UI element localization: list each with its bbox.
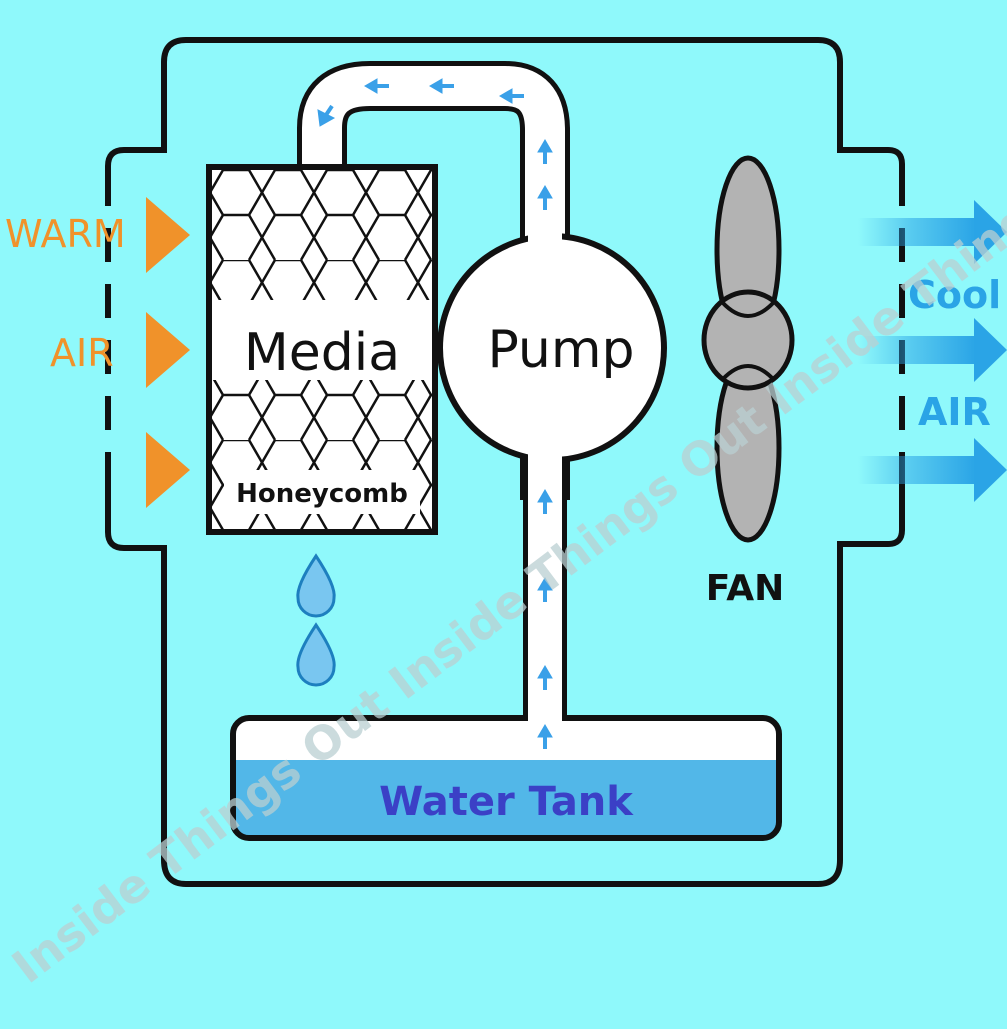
water-drop-icon	[296, 622, 336, 687]
flow-arrow-icon	[429, 78, 443, 94]
fan-blade-icon	[701, 155, 795, 543]
flow-arrow-icon	[537, 577, 553, 591]
flow-arrow-icon	[537, 139, 553, 153]
water-tank	[230, 712, 782, 841]
flow-arrow-icon	[364, 78, 378, 94]
flow-arrow-icon	[537, 489, 553, 503]
honeycomb-label-band	[224, 470, 420, 514]
orange-triangle-icon	[146, 197, 190, 273]
water-level	[233, 760, 779, 838]
orange-triangle-icon	[146, 312, 190, 388]
media-label-band	[212, 300, 432, 380]
blue-arrow-icon	[858, 218, 976, 246]
warm-label: WARM	[5, 212, 126, 256]
blue-arrow-icon	[974, 438, 1007, 502]
flow-arrow-icon	[537, 665, 553, 679]
orange-triangle-icon	[146, 432, 190, 508]
outlet-arrows	[858, 200, 1007, 502]
cooler-housing	[105, 37, 905, 887]
air-in-label: AIR	[50, 331, 114, 375]
water-drops	[296, 553, 336, 687]
media-label: Media	[244, 323, 400, 383]
flow-arrow-icon	[499, 88, 513, 104]
water-drop-icon	[296, 553, 336, 618]
flow-arrow-icon	[317, 109, 336, 127]
air-out-label: AIR	[918, 390, 991, 434]
blue-arrow-icon	[858, 336, 976, 364]
blue-arrow-icon	[974, 200, 1007, 264]
fan-label: FAN	[706, 568, 784, 609]
blue-arrow-icon	[974, 318, 1007, 382]
media-pad	[206, 164, 438, 535]
intake-arrows	[146, 197, 190, 508]
flow-arrows	[317, 78, 553, 749]
flow-arrow-icon	[537, 724, 553, 738]
flow-arrow-icon	[537, 185, 553, 199]
cool-label: Cool	[908, 273, 1001, 317]
water-tank-label: Water Tank	[379, 779, 634, 825]
honeycomb-label: Honeycomb	[236, 479, 408, 509]
pump-label: Pump	[487, 320, 634, 380]
blue-arrow-icon	[858, 456, 976, 484]
